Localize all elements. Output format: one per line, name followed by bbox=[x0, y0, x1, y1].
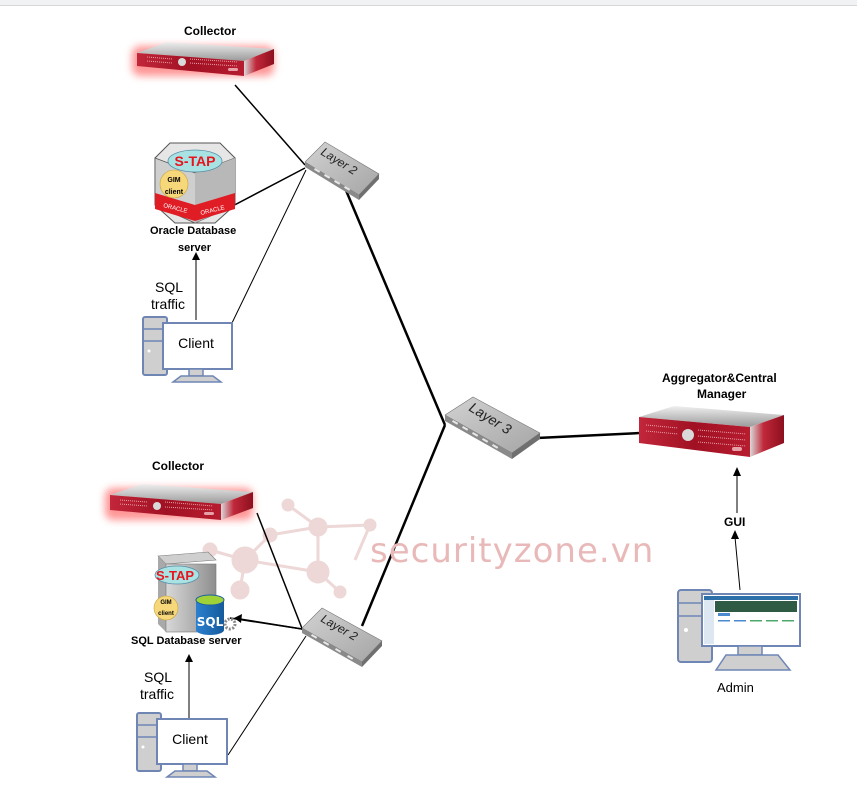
link-oracle-l2top bbox=[224, 167, 306, 211]
sql-traffic-bottom-line1: SQL bbox=[144, 669, 173, 685]
sql-traffic-top-line2: traffic bbox=[151, 296, 185, 312]
link-client1-l2top bbox=[231, 169, 307, 324]
sql-db-label: SQL Database server bbox=[131, 635, 242, 647]
aggregator-appliance[interactable] bbox=[639, 406, 784, 457]
sql-traffic-bottom-line2: traffic bbox=[140, 686, 174, 702]
layer2-switch-top[interactable] bbox=[304, 141, 380, 200]
layer2-switch-bottom[interactable] bbox=[301, 607, 383, 667]
sql-gim-label: GIM bbox=[160, 600, 171, 606]
watermark-text: securityzone.vn bbox=[370, 531, 655, 571]
aggregator-label-line1: Aggregator&Central bbox=[662, 371, 777, 385]
oracle-gim-label: GIM bbox=[167, 177, 180, 184]
sql-database-server[interactable] bbox=[153, 551, 237, 635]
layer3-switch[interactable] bbox=[444, 396, 541, 459]
admin-pc[interactable] bbox=[677, 589, 801, 671]
collector-appliance-bottom[interactable] bbox=[105, 484, 253, 520]
client-pc-bottom[interactable] bbox=[136, 712, 228, 778]
oracle-database-server[interactable]: ORACLE ORACLE bbox=[154, 142, 236, 224]
sql-badge bbox=[195, 594, 237, 635]
link-l3-l2bottom bbox=[360, 424, 447, 627]
link-collector1-l2top bbox=[234, 84, 306, 166]
arrow-admin-gui bbox=[734, 536, 741, 591]
client-pc-top[interactable] bbox=[142, 316, 233, 383]
oracle-brand-left: ORACLE bbox=[163, 203, 188, 215]
admin-screen-dashboard bbox=[704, 596, 798, 644]
arrow-sql-from-l2 bbox=[239, 618, 303, 630]
oracle-stap-label: S-TAP bbox=[175, 153, 216, 169]
gui-label: GUI bbox=[724, 515, 746, 529]
collector-bottom-label: Collector bbox=[152, 459, 205, 473]
link-client2-l2bottom bbox=[227, 635, 307, 756]
link-l3-aggregator bbox=[536, 431, 641, 440]
client-bottom-label: Client bbox=[172, 731, 208, 747]
link-collector2-l2bottom bbox=[256, 512, 304, 632]
oracle-gim-client-label: client bbox=[165, 189, 184, 196]
aggregator-label-line2: Manager bbox=[697, 387, 747, 401]
oracle-db-label-line2: server bbox=[178, 242, 212, 254]
sql-badge-text: SQL bbox=[197, 615, 224, 629]
collector-top-label: Collector bbox=[184, 24, 237, 38]
link-l2top-l3 bbox=[343, 187, 447, 426]
sql-gim-client-label: client bbox=[158, 611, 174, 617]
connections bbox=[185, 84, 741, 756]
oracle-brand-right: ORACLE bbox=[200, 205, 225, 217]
oracle-db-label-line1: Oracle Database bbox=[150, 225, 237, 237]
sql-traffic-top-line1: SQL bbox=[155, 279, 184, 295]
client-top-label: Client bbox=[178, 335, 214, 351]
browser-top-bar bbox=[0, 0, 857, 6]
sql-stap-label: S-TAP bbox=[156, 568, 194, 583]
collector-appliance-top[interactable] bbox=[132, 42, 274, 76]
admin-label: Admin bbox=[717, 680, 754, 695]
